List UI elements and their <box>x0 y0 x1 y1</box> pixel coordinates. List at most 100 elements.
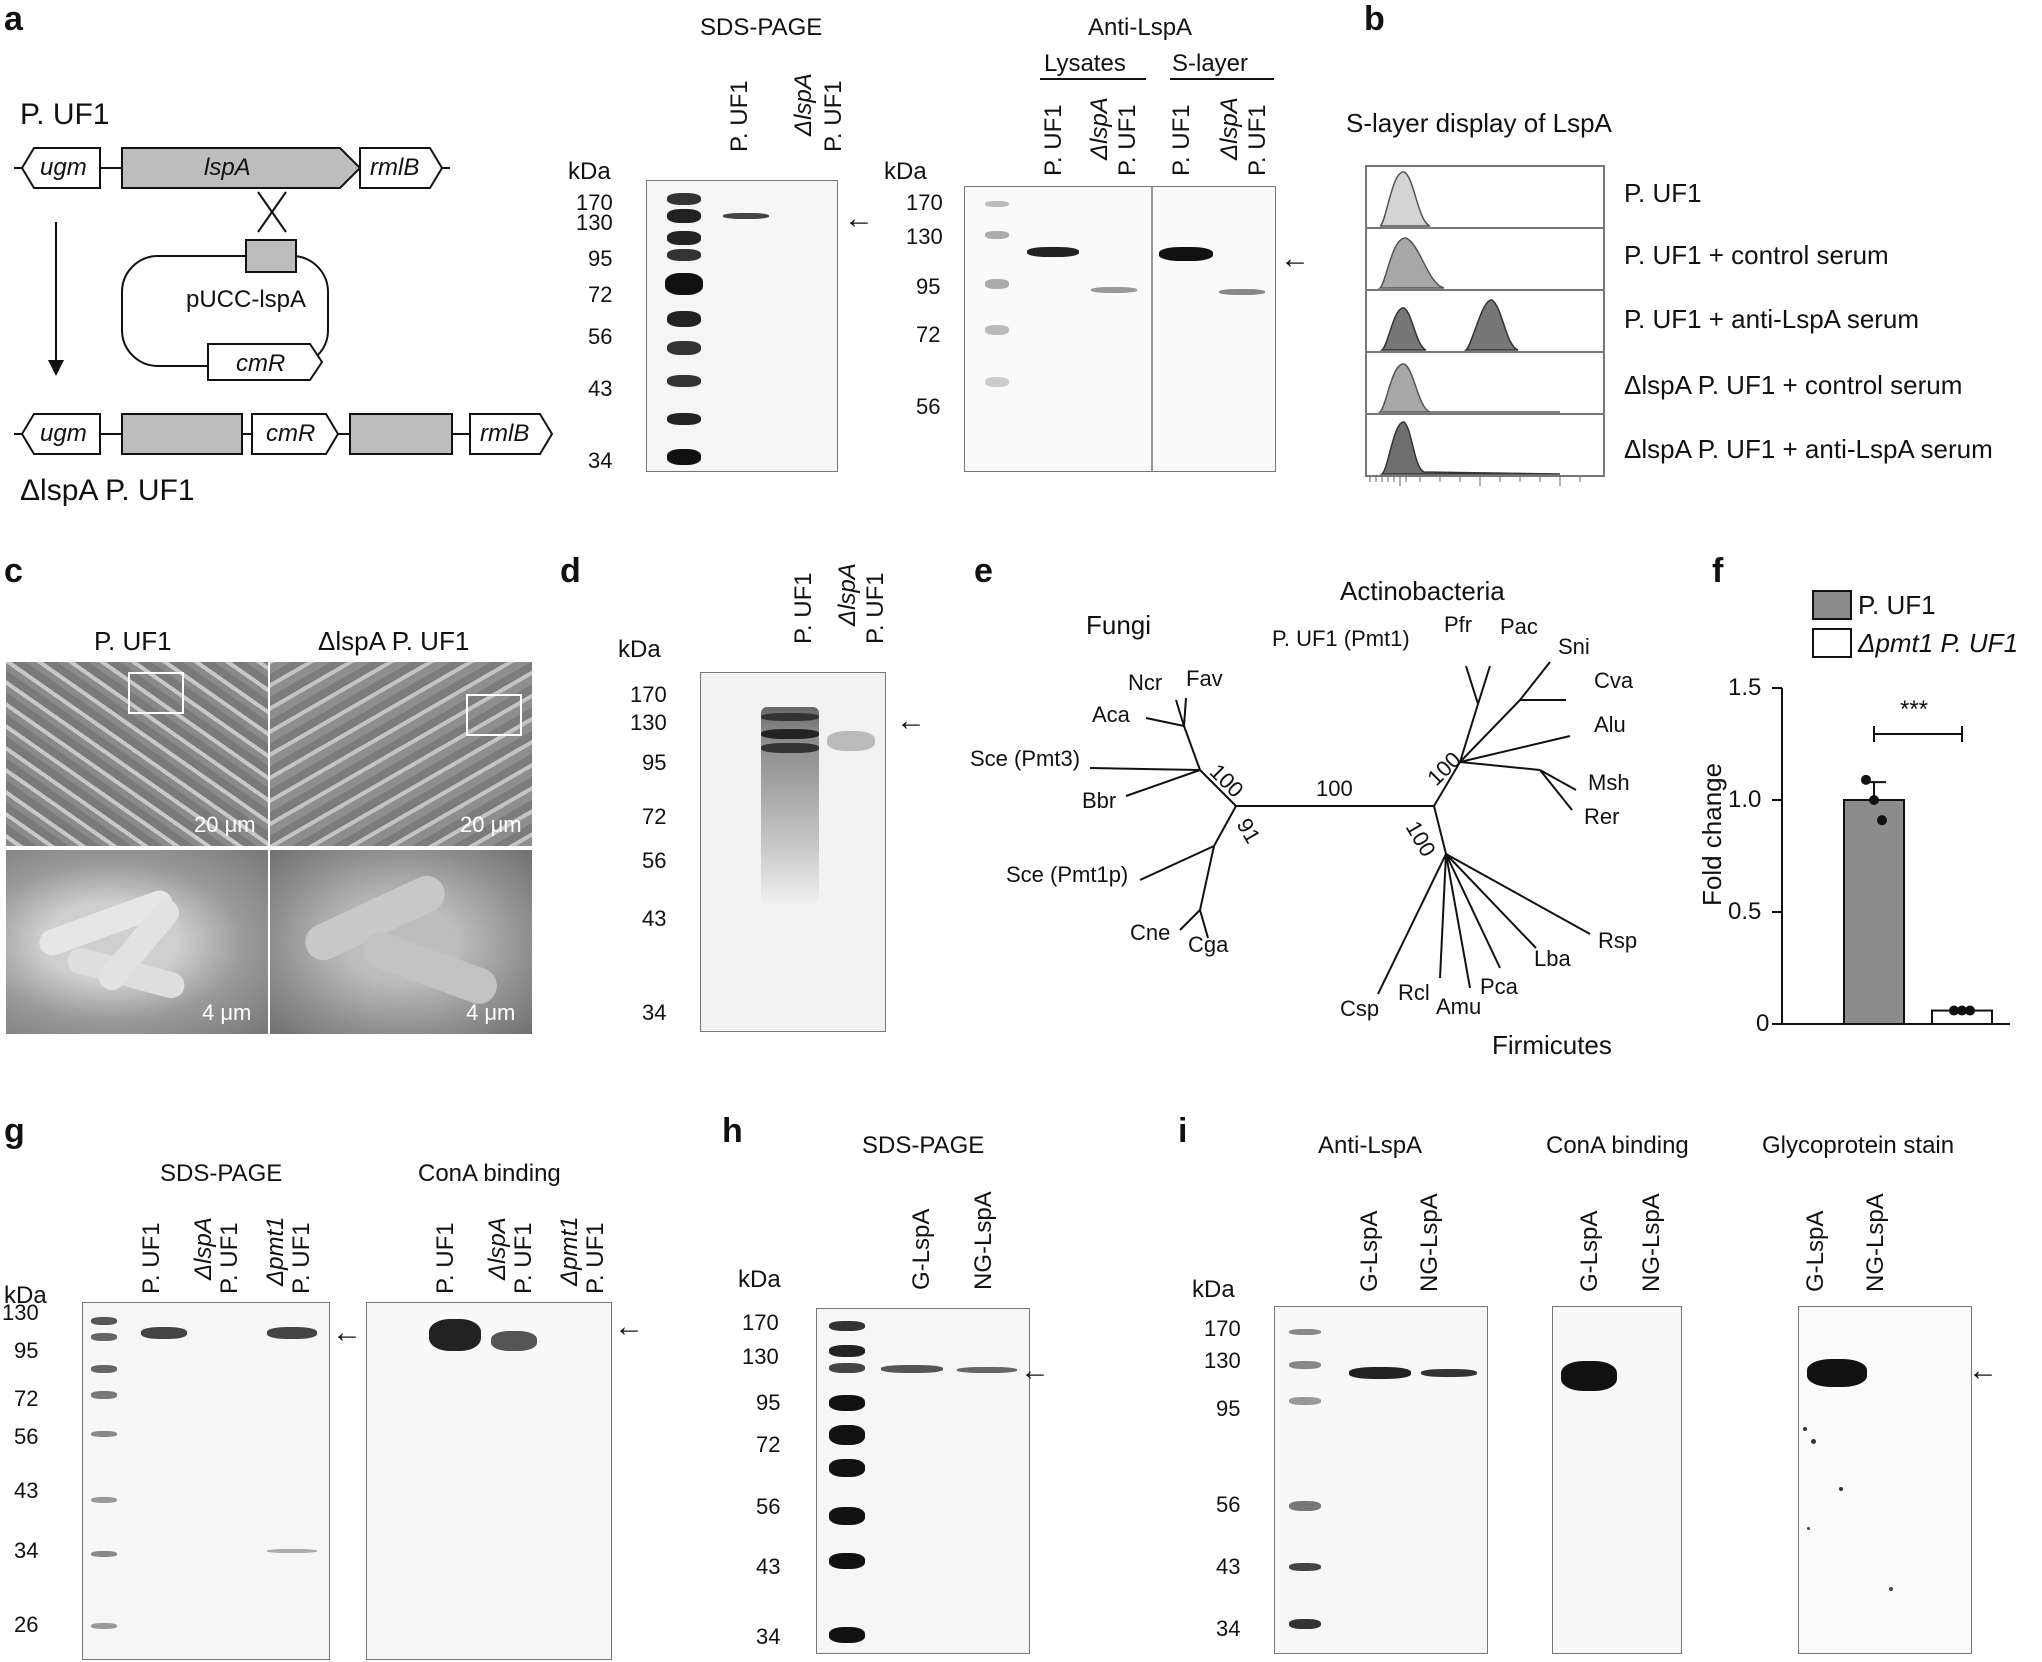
taxon-rer: Rer <box>1584 804 1620 829</box>
g-cona-blot <box>366 1302 612 1660</box>
g-sds-gel <box>82 1302 330 1660</box>
g-marker-72: 72 <box>14 1386 39 1411</box>
i-marker-43: 43 <box>1216 1554 1241 1579</box>
taxon-msh: Msh <box>1588 770 1630 795</box>
sds-a-marker-56: 56 <box>588 324 613 349</box>
i-lane-1: G-LspA <box>1356 1210 1383 1292</box>
group-firmicutes: Firmicutes <box>1492 1030 1612 1060</box>
slayer-underline <box>1170 78 1274 80</box>
anti-lspa-blot-a <box>964 186 1276 472</box>
h-marker-34: 34 <box>756 1624 781 1649</box>
legend-wt: P. UF1 <box>1858 590 1936 620</box>
g-cona-lane-3b: P. UF1 <box>582 1222 609 1294</box>
f-point-1-0 <box>1949 1005 1959 1016</box>
g-marker-130: 130 <box>2 1300 39 1325</box>
sem-wt-closeup: 4 μm <box>6 850 268 1034</box>
panel-b-label: b <box>1364 0 1385 38</box>
panel-f-label: f <box>1712 552 1724 590</box>
taxon-sce-pmt3: Sce (Pmt3) <box>970 746 1081 771</box>
legend-swatch-wt <box>1812 590 1852 620</box>
g-sds-arrow-icon: ← <box>332 1316 362 1349</box>
g-cona-lane-2b: P. UF1 <box>510 1222 537 1294</box>
i-title-3: Glycoprotein stain <box>1762 1132 1955 1159</box>
strain-label: P. UF1 <box>20 98 110 131</box>
mut-gene-cmr: cmR <box>266 420 316 447</box>
f-point-0-0 <box>1861 774 1871 785</box>
d-band-arrow-icon: ← <box>896 704 926 737</box>
gene-rmlb: rmlB <box>370 154 420 181</box>
panel-g-label: g <box>4 1112 25 1150</box>
d-marker-130: 130 <box>630 710 667 735</box>
g-marker-26: 26 <box>14 1612 39 1637</box>
g-marker-95: 95 <box>14 1338 39 1363</box>
mutant-strain-label: ΔlspA P. UF1 <box>20 474 195 507</box>
panel-a-sds-title: SDS-PAGE <box>700 14 823 41</box>
mut-gene-ugm: ugm <box>40 420 87 447</box>
anti-a-marker-95: 95 <box>916 274 941 299</box>
sds-a-marker-43: 43 <box>588 376 613 401</box>
g-marker-34: 34 <box>14 1538 39 1563</box>
taxon-aca: Aca <box>1092 702 1130 727</box>
sem-scale-3: 4 μm <box>202 1000 252 1025</box>
f-point-1-1 <box>1957 1005 1967 1016</box>
sem-col1-label: P. UF1 <box>94 626 172 656</box>
i-lane-6: NG-LspA <box>1862 1193 1889 1292</box>
taxon-ncr: Ncr <box>1128 670 1163 695</box>
taxon-bbr: Bbr <box>1082 788 1117 813</box>
sem-mut-closeup: 4 μm <box>270 850 532 1034</box>
taxon-alu: Alu <box>1594 712 1626 737</box>
g-marker-56: 56 <box>14 1424 39 1449</box>
anti-a-marker-170: 170 <box>906 190 943 215</box>
taxon-amu: Amu <box>1436 994 1482 1019</box>
i-marker-95: 95 <box>1216 1396 1241 1421</box>
g-lane-2a: ΔlspA <box>190 1217 217 1280</box>
gene-cmr: cmR <box>236 350 286 377</box>
taxon-cne: Cne <box>1130 920 1171 945</box>
legend-swatch-mut <box>1812 628 1852 658</box>
h-arrow-icon: ← <box>1020 1354 1050 1387</box>
anti-band-arrow-icon: ← <box>1280 242 1310 275</box>
sem-scale-4: 4 μm <box>466 1000 516 1025</box>
gene-lspa: lspA <box>204 154 251 181</box>
g-kda: kDa <box>4 1282 47 1309</box>
taxon-csp: Csp <box>1340 996 1380 1021</box>
d-marker-72: 72 <box>642 804 667 829</box>
i-cona-blot <box>1552 1306 1682 1654</box>
slayer-label: S-layer <box>1172 50 1249 77</box>
f-point-0-1 <box>1869 795 1879 805</box>
h-marker-170: 170 <box>742 1310 779 1335</box>
h-title: SDS-PAGE <box>862 1132 985 1159</box>
taxon-cva: Cva <box>1594 668 1634 693</box>
h-marker-56: 56 <box>756 1494 781 1519</box>
h-marker-43: 43 <box>756 1554 781 1579</box>
lysates-label: Lysates <box>1044 50 1126 77</box>
g-marker-43: 43 <box>14 1478 39 1503</box>
g-lane-2b: P. UF1 <box>216 1222 243 1294</box>
g-cona-title: ConA binding <box>418 1160 561 1187</box>
facs-row-3: P. UF1 + anti-LspA serum <box>1624 304 1920 334</box>
i-lane-5: G-LspA <box>1802 1210 1829 1292</box>
anti-a-kda: kDa <box>884 158 927 185</box>
i-lane-4: NG-LspA <box>1638 1193 1665 1292</box>
sem-scale-1: 20 μm <box>194 812 256 837</box>
taxon-sni: Sni <box>1558 634 1590 659</box>
g-lane-1: P. UF1 <box>138 1222 165 1294</box>
f-ytick-10: 1.0 <box>1728 786 1762 813</box>
sem-wt-overview: 20 μm <box>6 662 268 846</box>
g-cona-arrow-icon: ← <box>614 1310 644 1343</box>
anti-a-marker-72: 72 <box>916 322 941 347</box>
g-cona-lane-2a: ΔlspA <box>484 1217 511 1280</box>
group-fungi: Fungi <box>1086 610 1152 640</box>
taxon-rcl: Rcl <box>1398 980 1430 1005</box>
f-bar-0 <box>1843 799 1905 1025</box>
taxon-rsp: Rsp <box>1598 928 1638 953</box>
legend-mut: Δpmt1 P. UF1 <box>1858 628 2019 658</box>
panel-a-kda: kDa <box>568 158 611 185</box>
h-kda: kDa <box>738 1266 781 1293</box>
panel-a-label: a <box>4 0 23 38</box>
facs-row-1: P. UF1 <box>1624 178 1702 208</box>
f-ytick-05: 0.5 <box>1728 898 1762 925</box>
d-marker-56: 56 <box>642 848 667 873</box>
